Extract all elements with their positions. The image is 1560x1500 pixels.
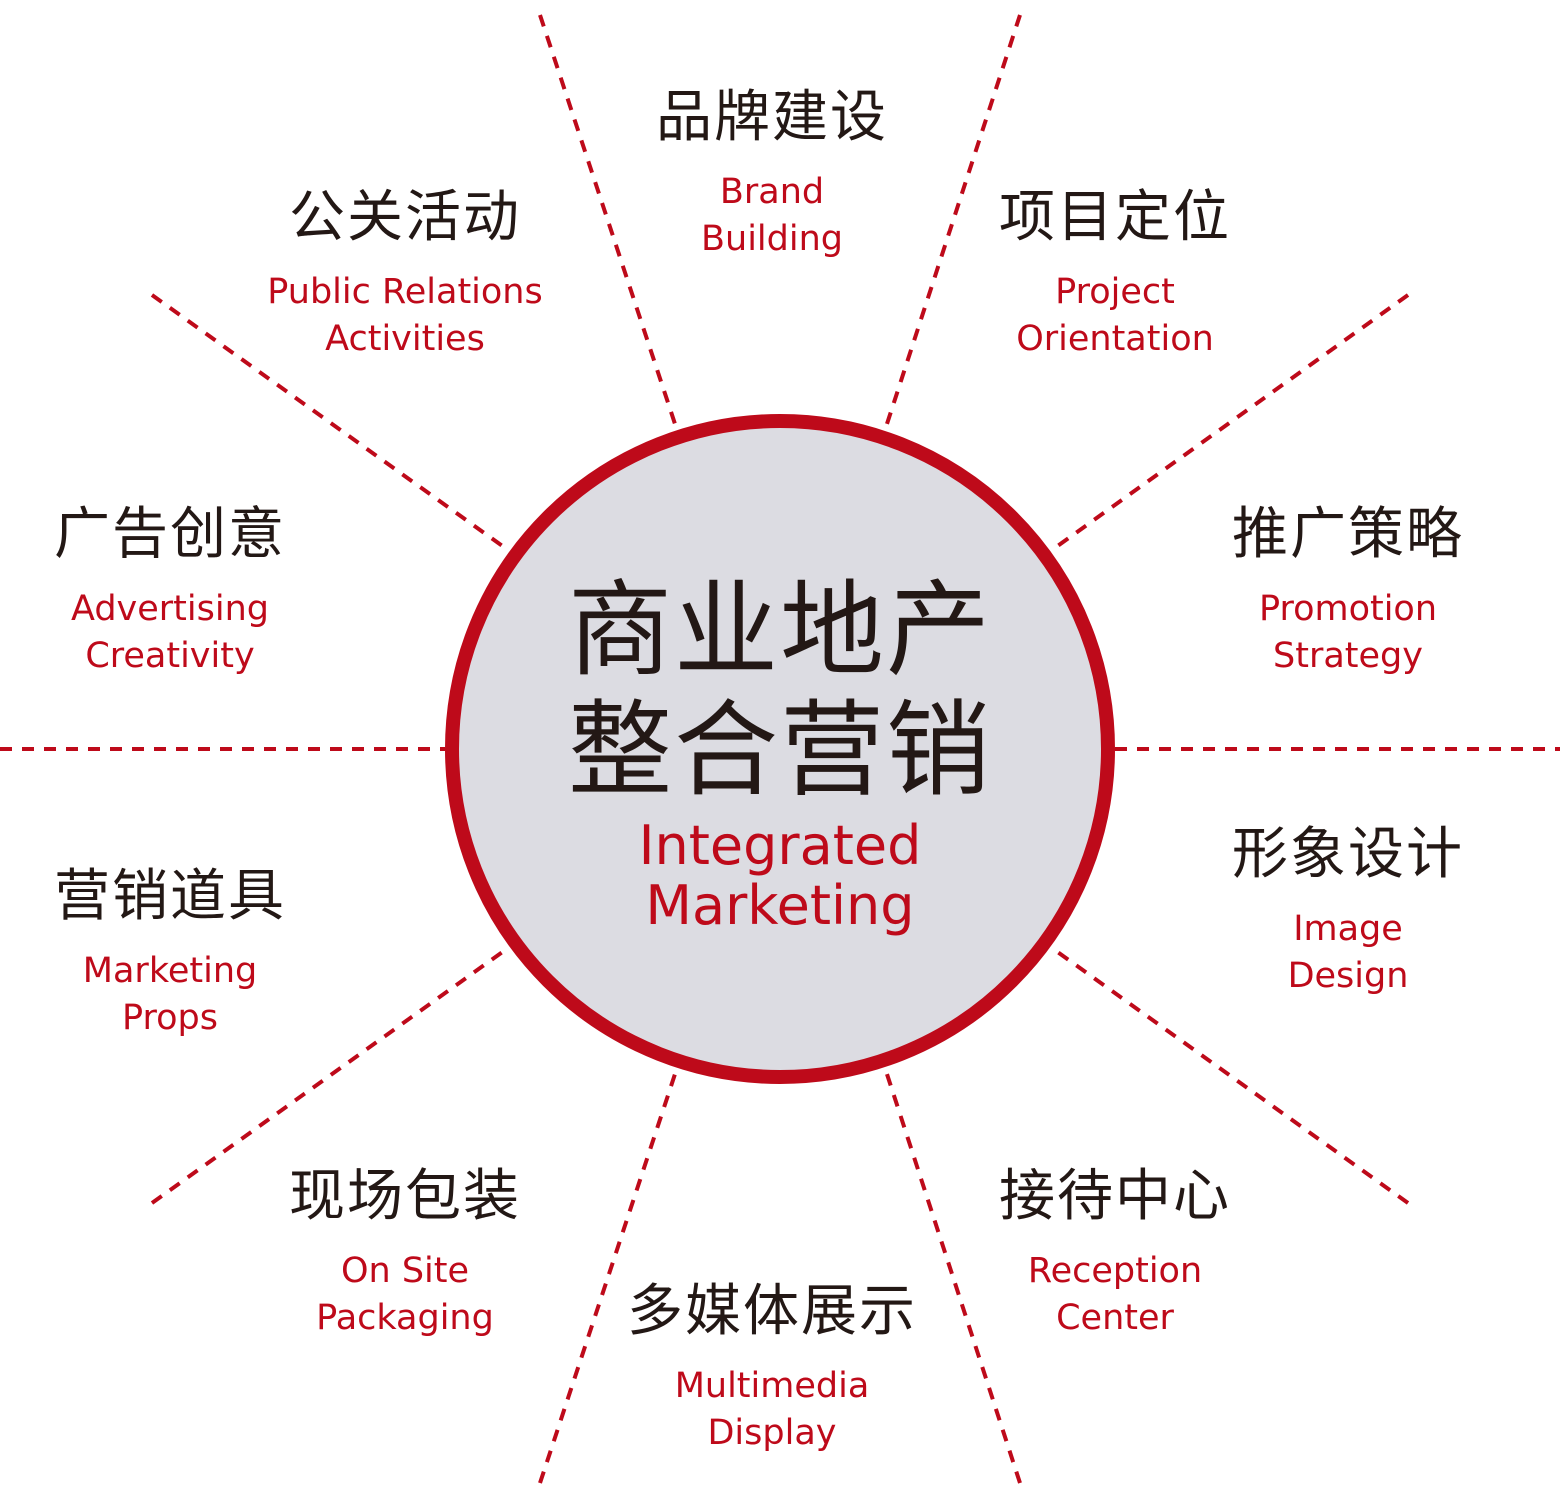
item-en: Multimedia <box>674 1366 870 1406</box>
item-en: Design <box>1287 956 1409 996</box>
item-en: Display <box>707 1413 837 1453</box>
item-en: Creativity <box>85 636 255 676</box>
item-en: Activities <box>325 319 485 359</box>
item-zh: 广告创意 <box>54 502 286 567</box>
item-zh: 推广策略 <box>1232 502 1464 567</box>
item-en: Reception <box>1027 1251 1203 1291</box>
center-circle <box>445 414 1115 1084</box>
center-title: 商业地产 整合营销 Integrated Marketing <box>480 570 1080 936</box>
divider-line <box>538 14 679 431</box>
item-en: Center <box>1056 1298 1174 1338</box>
item-en: Strategy <box>1273 636 1423 676</box>
divider-line <box>1050 293 1410 552</box>
center-zh-line1: 商业地产 <box>567 569 992 691</box>
item-en: Public Relations <box>267 272 543 312</box>
center-en-line1: Integrated <box>638 814 922 877</box>
item-en: Project <box>1055 272 1175 312</box>
item-zh: 项目定位 <box>999 185 1231 250</box>
item-en: Brand <box>719 172 825 212</box>
item-en: Advertising <box>71 589 269 629</box>
item-en: Image <box>1293 909 1403 949</box>
divider-line <box>883 1067 1022 1484</box>
divider-line <box>150 293 510 552</box>
item-en: Promotion <box>1258 589 1438 629</box>
item-zh: 接待中心 <box>999 1164 1231 1229</box>
item-zh: 现场包装 <box>289 1164 521 1229</box>
item-en: Orientation <box>1016 319 1214 359</box>
item-en: Building <box>701 219 843 259</box>
item-zh: 营销道具 <box>54 864 286 929</box>
item-zh: 形象设计 <box>1232 822 1464 887</box>
item-zh: 品牌建设 <box>656 85 888 150</box>
center-en-line2: Marketing <box>645 874 915 937</box>
divider-line <box>1050 946 1410 1205</box>
item-en: Marketing <box>82 951 258 991</box>
center-zh-line2: 整合营销 <box>567 689 992 811</box>
item-zh: 公关活动 <box>289 185 521 250</box>
divider-line <box>150 946 510 1205</box>
item-en: Packaging <box>316 1298 494 1338</box>
divider-line <box>883 14 1022 431</box>
item-zh: 多媒体展示 <box>627 1279 917 1344</box>
item-en: On Site <box>340 1251 470 1291</box>
divider-line <box>538 1067 679 1484</box>
item-en: Props <box>122 998 218 1038</box>
